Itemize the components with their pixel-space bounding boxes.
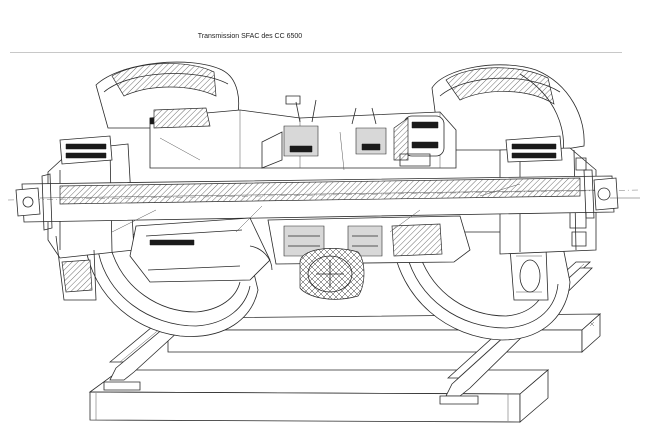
figure-caption: Transmission SFAC des CC 6500 — [197, 33, 303, 40]
axle — [8, 170, 640, 230]
gearbox-upper — [150, 96, 456, 168]
front-sleeper — [90, 370, 548, 422]
gearbox-lower — [130, 216, 470, 299]
leader-lines — [112, 132, 640, 232]
top-rule — [10, 52, 622, 53]
